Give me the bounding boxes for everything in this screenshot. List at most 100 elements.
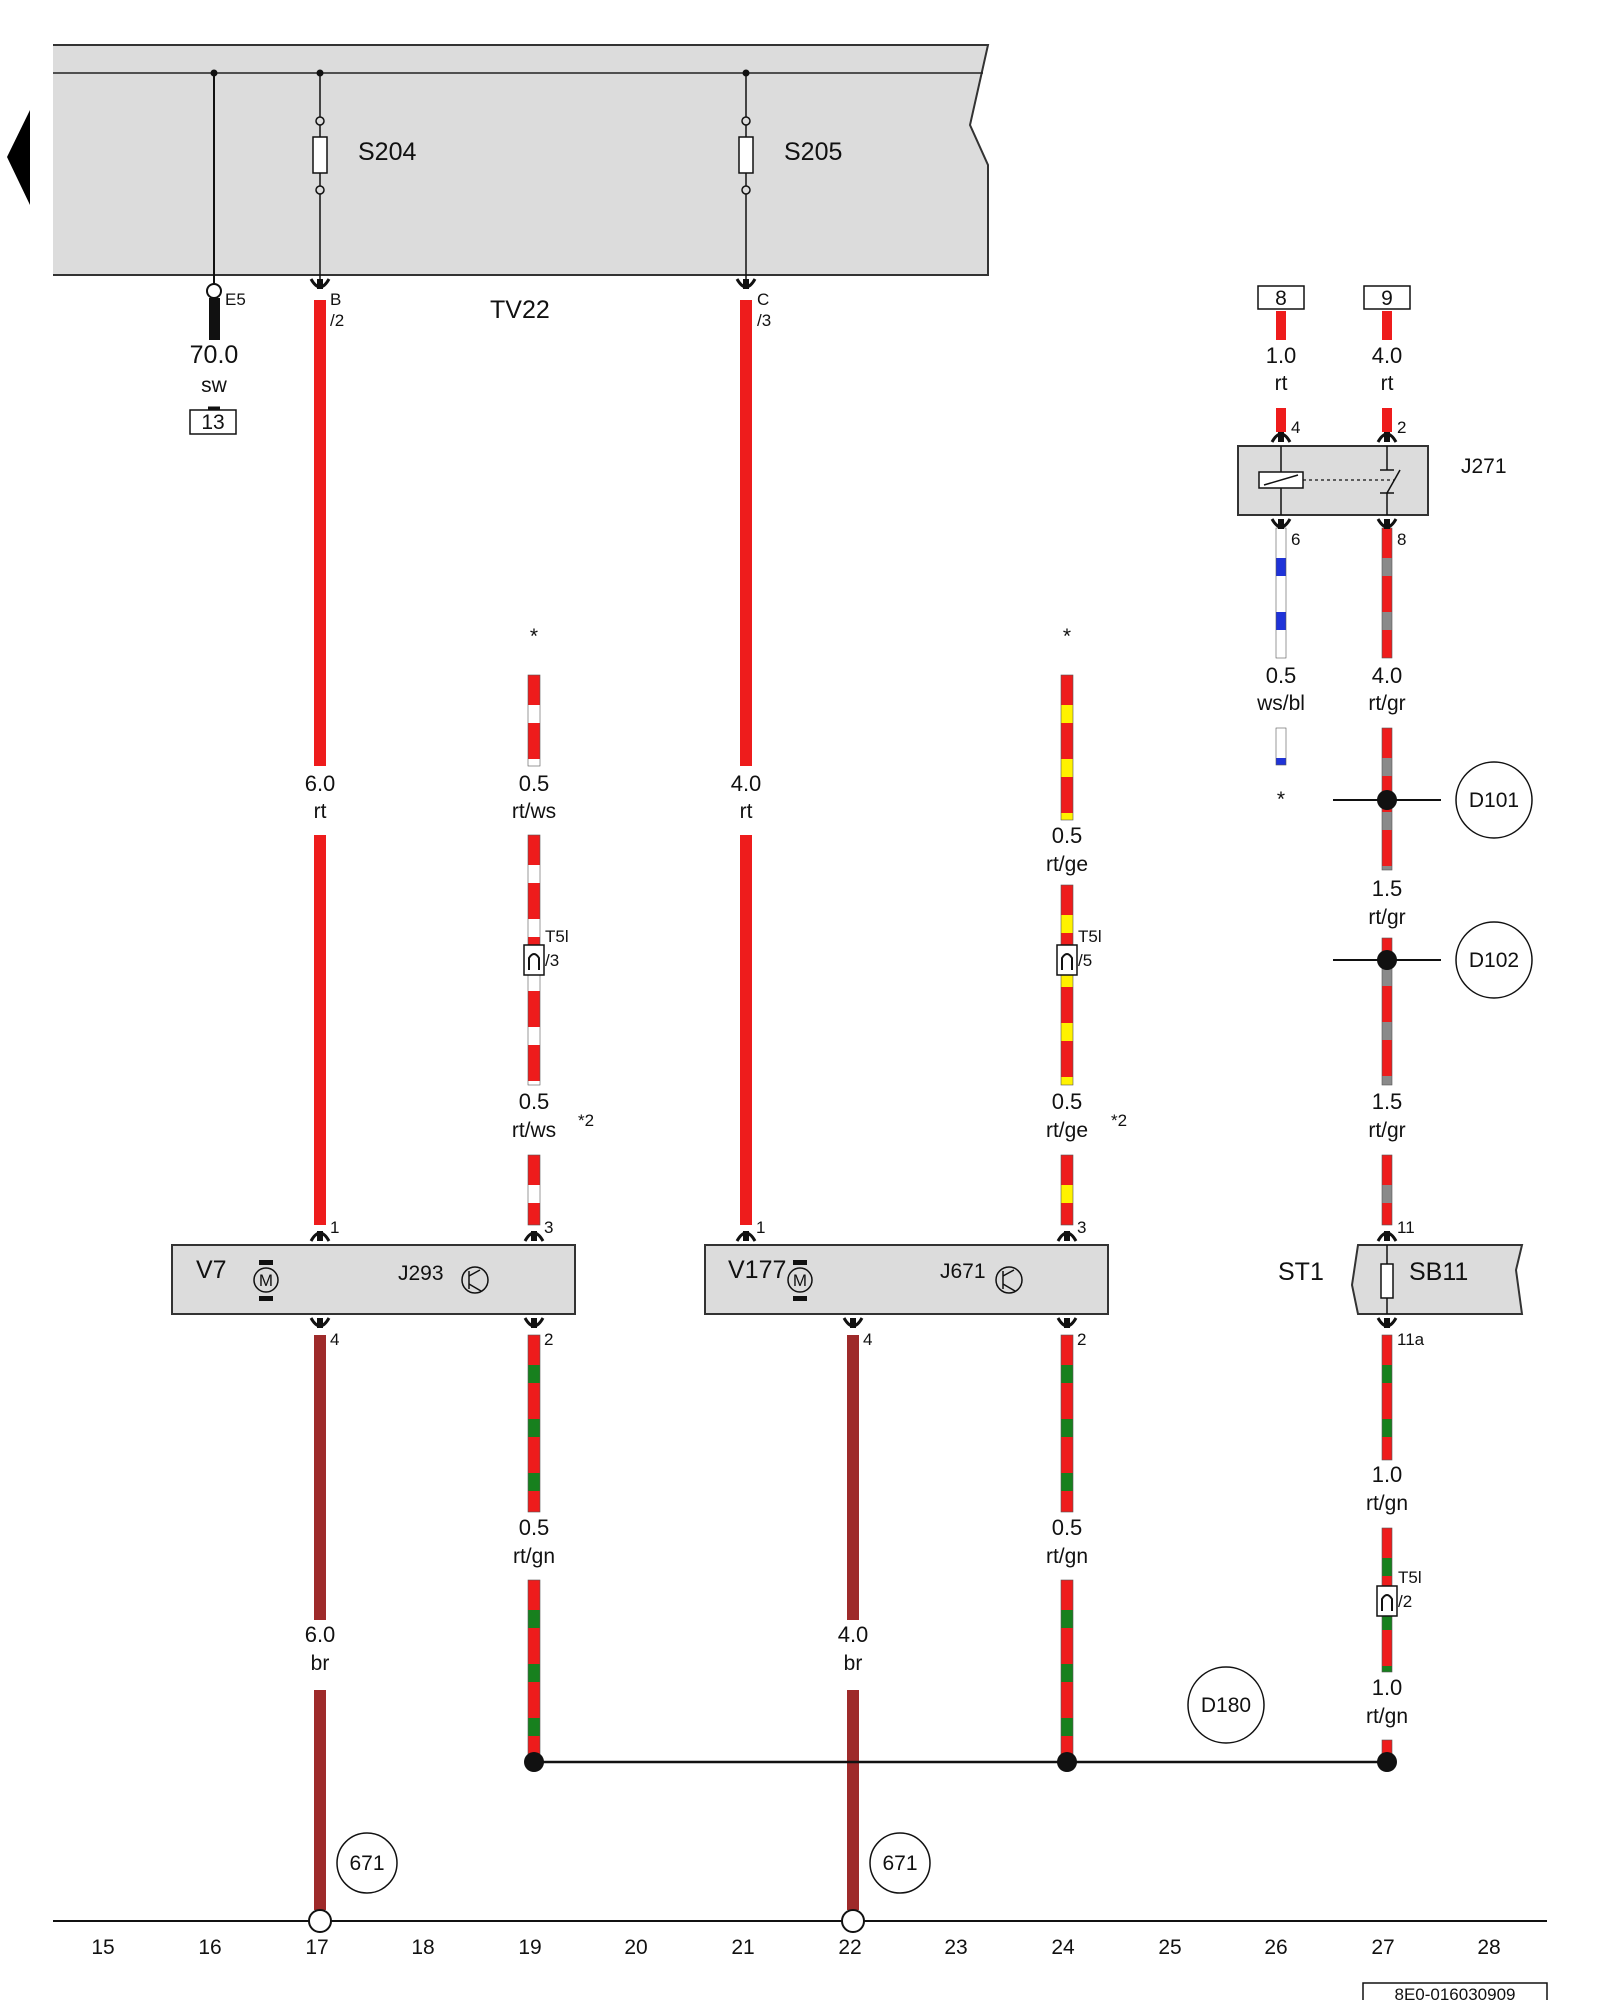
fuse-sb11: [1380, 1245, 1394, 1314]
fuse-s204-label: S204: [358, 138, 416, 166]
wire-outline: [527, 1154, 541, 1226]
wire-outline: [1275, 727, 1287, 766]
ground-terminal: [841, 1909, 865, 1933]
ref-box-8[interactable]: [1257, 285, 1305, 310]
previous-page-arrow[interactable]: [7, 110, 30, 205]
wire-stripe: [1382, 812, 1392, 830]
wire-label-color: rt/gr: [1368, 906, 1405, 929]
connector-pin-contact: [1384, 1318, 1390, 1328]
wire-outline: [527, 1334, 541, 1513]
footnote-marker: *2: [1111, 1111, 1127, 1130]
wire-segment: [527, 1154, 541, 1226]
sw-ref-box[interactable]: [189, 409, 237, 435]
ref-box-9-label: 9: [1381, 287, 1393, 310]
wire-outline: [1060, 884, 1074, 1086]
wire-segment: [314, 1335, 326, 1620]
t5l-connector: [1056, 944, 1078, 976]
wire-label-size: 0.5: [1052, 823, 1083, 848]
wire-stripe: [528, 1027, 540, 1045]
wire-fill: [1382, 938, 1392, 1085]
t5l-label: T5l: [545, 927, 569, 946]
wire-label-size: 1.5: [1372, 876, 1403, 901]
d102-ref-circle[interactable]: [1455, 921, 1533, 999]
wire-segment: [1060, 1579, 1074, 1763]
wire-outline: [1060, 674, 1074, 821]
fuse-s205: [738, 69, 754, 285]
wire-segment: [527, 1334, 541, 1513]
wire-stripe: [528, 1473, 540, 1491]
footer-code-box: [1362, 1982, 1548, 2000]
wire-segment: [1275, 527, 1287, 659]
optional-marker: *: [1063, 625, 1071, 648]
wire-stripe: [1382, 1666, 1392, 1672]
wire-fill: [314, 835, 326, 1225]
connector-pin-contact: [1278, 519, 1284, 529]
wire-fill: [740, 835, 752, 1225]
d180-ref-circle[interactable]: [1187, 1666, 1265, 1744]
e5-pin-label: E5: [225, 290, 246, 309]
wire-segment: [1381, 527, 1393, 659]
ground-ref-circle[interactable]: [869, 1832, 931, 1894]
column-number: 21: [731, 1936, 754, 1959]
wire-stripe: [1382, 558, 1392, 576]
t5l-connector: [1376, 1585, 1398, 1617]
wire-fill: [1276, 311, 1286, 340]
wire-label-size: 1.0: [1372, 1675, 1403, 1700]
wire-label-size: 4.0: [731, 771, 762, 796]
optional-marker: *: [530, 625, 538, 648]
wire-label-color: rt/ws: [512, 1119, 556, 1142]
pin-layer: [309, 278, 1398, 1328]
wire-stripe: [1061, 813, 1073, 820]
wire-segment: [314, 1690, 326, 1910]
wire-label-size: 0.5: [1052, 1089, 1083, 1114]
wire-stripe: [1061, 1473, 1073, 1491]
fuse-s204: [312, 69, 328, 285]
wire-label-size: 4.0: [1372, 343, 1403, 368]
wire-segment: [740, 300, 752, 766]
wire-stripe: [528, 1718, 540, 1736]
ref-box-9[interactable]: [1363, 285, 1411, 310]
connector-pin-contact: [1278, 432, 1284, 442]
column-number: 24: [1051, 1936, 1075, 1959]
wire-stripe: [528, 705, 540, 723]
wire-stripe: [1061, 1610, 1073, 1628]
wire-stripe: [1276, 558, 1286, 576]
column-number: 28: [1477, 1936, 1500, 1959]
connector-pin-contact: [317, 1231, 323, 1241]
pin-number: 11a: [1397, 1330, 1425, 1349]
wire-label-size: 4.0: [838, 1622, 869, 1647]
wire-fill: [1382, 1335, 1392, 1460]
wire-label-color: rt/ge: [1046, 853, 1088, 876]
wire-outline: [1381, 1154, 1393, 1226]
wire-stripe: [1382, 1185, 1392, 1203]
wire-stripe: [528, 1419, 540, 1437]
junction-dot: [1057, 1752, 1077, 1772]
wire-fill: [847, 1690, 859, 1910]
fuse-carrier-st1-box[interactable]: [1350, 1244, 1524, 1315]
d101-ref-circle[interactable]: [1455, 761, 1533, 839]
fuse-s205-label: S205: [784, 138, 842, 166]
relay-j271-label: J271: [1461, 455, 1507, 478]
wire-stripe: [528, 919, 540, 937]
wire-stripe: [1061, 1419, 1073, 1437]
wire-stripe: [528, 865, 540, 883]
ground-ref-circle[interactable]: [336, 1832, 398, 1894]
wire-fill: [1382, 408, 1392, 432]
column-number: 19: [518, 1936, 541, 1959]
fan-module-v7-j293[interactable]: [171, 1244, 576, 1315]
optional-marker: *: [1277, 788, 1285, 811]
wire-stripe: [1382, 1076, 1392, 1085]
wire-outline: [1060, 1154, 1074, 1226]
wire-stripe: [528, 1081, 540, 1085]
column-number: 17: [305, 1936, 328, 1959]
control-unit-j293-label: J293: [398, 1262, 444, 1285]
relay-j271[interactable]: [1237, 445, 1429, 516]
fan-module-v177-j671[interactable]: [704, 1244, 1109, 1315]
junction-dot: [1377, 1752, 1397, 1772]
wire-fill: [1382, 1740, 1392, 1762]
wire-label-size: 1.0: [1372, 1462, 1403, 1487]
wire-label-size: 1.0: [1266, 343, 1297, 368]
wire-label-size: 0.5: [519, 1515, 550, 1540]
wire-outline: [1060, 1334, 1074, 1513]
